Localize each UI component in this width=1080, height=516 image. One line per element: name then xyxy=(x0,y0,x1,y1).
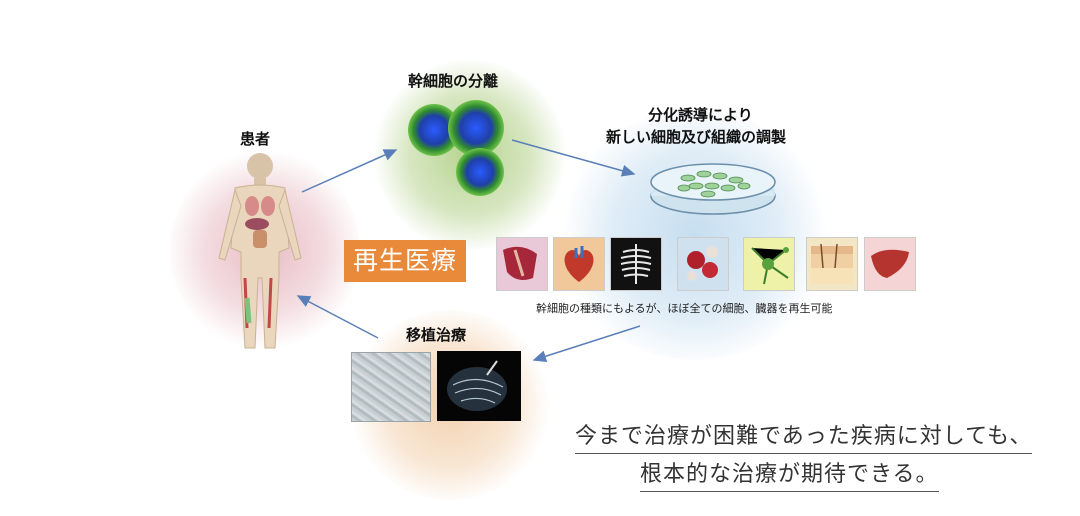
liver-tile xyxy=(864,237,916,291)
arrow-patient-to-isolation xyxy=(301,149,398,193)
cell-sheet-micrograph xyxy=(351,352,431,422)
liver-icon xyxy=(871,249,909,278)
skin-icon xyxy=(811,243,853,284)
shoulder-muscle-tile xyxy=(496,237,548,291)
blood-cells-tile xyxy=(677,237,729,291)
regenerative-medicine-badge: 再生医療 xyxy=(344,240,466,282)
arrow-isolation-to-differentiation xyxy=(511,139,636,177)
liver-organ-icon xyxy=(245,218,269,230)
neuron-tile xyxy=(743,237,795,291)
heart-icon xyxy=(564,246,594,282)
muscle-icon xyxy=(503,246,537,280)
petri-dish-icon xyxy=(650,163,776,215)
differentiation-label-line1: 分化誘導により xyxy=(648,106,753,124)
stem-cell-icon xyxy=(408,100,504,196)
message-line-1: 今まで治療が困難であった疾病に対しても、 xyxy=(575,418,1033,454)
skeleton-icon xyxy=(620,244,652,284)
patient-label: 患者 xyxy=(240,130,271,148)
cell-sheet-icon xyxy=(437,351,521,421)
skin-tile xyxy=(806,237,858,291)
differentiation-glow xyxy=(560,110,830,360)
arrow-organs-to-transplant xyxy=(532,325,641,363)
transplant-label: 移植治療 xyxy=(406,326,467,344)
neuron-icon xyxy=(751,247,789,285)
organ-caption: 幹細胞の種類にもよるが、ほぼ全ての細胞、臓器を再生可能 xyxy=(536,302,833,315)
lung-icon xyxy=(245,196,259,216)
human-body-icon xyxy=(218,153,302,349)
skeleton-tile xyxy=(610,237,662,291)
arrow-transplant-to-patient xyxy=(296,295,379,339)
heart-tile xyxy=(553,237,605,291)
message-line-2: 根本的な治療が期待できる。 xyxy=(640,456,939,492)
isolation-label: 幹細胞の分離 xyxy=(408,72,499,90)
differentiation-label-line2: 新しい細胞及び組織の調製 xyxy=(606,128,787,146)
blood-cell-icon xyxy=(687,246,718,281)
